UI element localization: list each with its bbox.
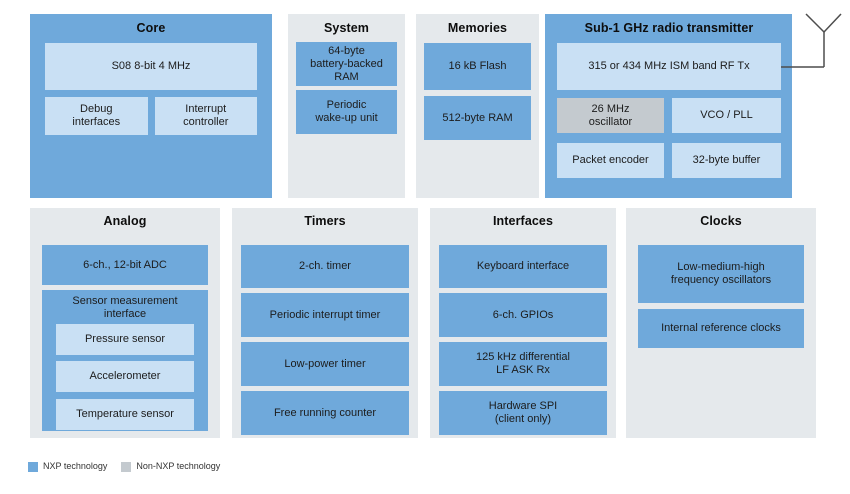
timers-title: Timers xyxy=(304,214,346,228)
wakeup-unit-block: Periodic wake-up unit xyxy=(296,90,397,134)
battery-ram-block: 64-byte battery-backed RAM xyxy=(296,42,397,86)
antenna-icon xyxy=(781,13,842,68)
packet-encoder-block: Packet encoder xyxy=(557,143,664,178)
low-power-timer-block: Low-power timer xyxy=(241,342,409,386)
radio-title: Sub-1 GHz radio transmitter xyxy=(584,21,754,35)
flash-block: 16 kB Flash xyxy=(424,43,531,90)
2ch-timer-block: 2-ch. timer xyxy=(241,245,409,288)
analog-title: Analog xyxy=(103,214,147,228)
timers-block: Timers 2-ch. timer Periodic interrupt ti… xyxy=(232,208,418,438)
periodic-interrupt-timer-block: Periodic interrupt timer xyxy=(241,293,409,337)
interrupt-controller-block: Interrupt controller xyxy=(154,97,257,135)
sensor-measurement-block: Sensor measurement interface Pressure se… xyxy=(42,290,208,431)
analog-block: Analog 6-ch., 12-bit ADC Sensor measurem… xyxy=(30,208,220,438)
ram-block: 512-byte RAM xyxy=(424,96,531,140)
nxp-legend-swatch xyxy=(28,461,38,472)
lf-ask-rx-block: 125 kHz differential LF ASK Rx xyxy=(439,342,607,386)
legend: NXP technology Non-NXP technology xyxy=(28,461,220,472)
debug-interfaces-block: Debug interfaces xyxy=(45,97,148,135)
keyboard-interface-block: Keyboard interface xyxy=(439,245,607,288)
radio-transmitter-block: Sub-1 GHz radio transmitter 315 or 434 M… xyxy=(545,14,792,198)
non-nxp-legend-label: Non-NXP technology xyxy=(136,461,221,471)
system-title: System xyxy=(323,21,370,35)
system-block: System 64-byte battery-backed RAM Period… xyxy=(288,14,405,198)
interfaces-title: Interfaces xyxy=(492,214,554,228)
nxp-legend-label: NXP technology xyxy=(43,461,108,471)
core-title: Core xyxy=(136,21,166,35)
clocks-title: Clocks xyxy=(700,214,742,228)
frequency-oscillators-block: Low-medium-high frequency oscillators xyxy=(638,245,804,303)
byte-buffer-block: 32-byte buffer xyxy=(672,143,781,178)
core-block: Core S08 8-bit 4 MHz Debug interfaces In… xyxy=(30,14,272,198)
internal-reference-clocks-block: Internal reference clocks xyxy=(638,309,804,348)
non-nxp-legend-swatch xyxy=(121,461,132,472)
interfaces-block: Interfaces Keyboard interface 6-ch. GPIO… xyxy=(430,208,616,438)
accelerometer-block: Accelerometer xyxy=(56,361,194,392)
temperature-sensor-block: Temperature sensor xyxy=(56,399,194,430)
adc-block: 6-ch., 12-bit ADC xyxy=(42,245,208,285)
gpio-block: 6-ch. GPIOs xyxy=(439,293,607,337)
vco-pll-block: VCO / PLL xyxy=(672,98,781,133)
pressure-sensor-block: Pressure sensor xyxy=(56,324,194,355)
rf-tx-block: 315 or 434 MHz ISM band RF Tx xyxy=(557,43,781,90)
oscillator-block: 26 MHz oscillator xyxy=(557,98,664,133)
clocks-block: Clocks Low-medium-high frequency oscilla… xyxy=(626,208,816,438)
cpu-block: S08 8-bit 4 MHz xyxy=(45,43,257,90)
memories-title: Memories xyxy=(447,21,508,35)
memories-block: Memories 16 kB Flash 512-byte RAM xyxy=(416,14,539,198)
free-running-counter-block: Free running counter xyxy=(241,391,409,435)
sensor-measurement-label: Sensor measurement interface xyxy=(72,295,178,320)
hardware-spi-block: Hardware SPI (client only) xyxy=(439,391,607,435)
